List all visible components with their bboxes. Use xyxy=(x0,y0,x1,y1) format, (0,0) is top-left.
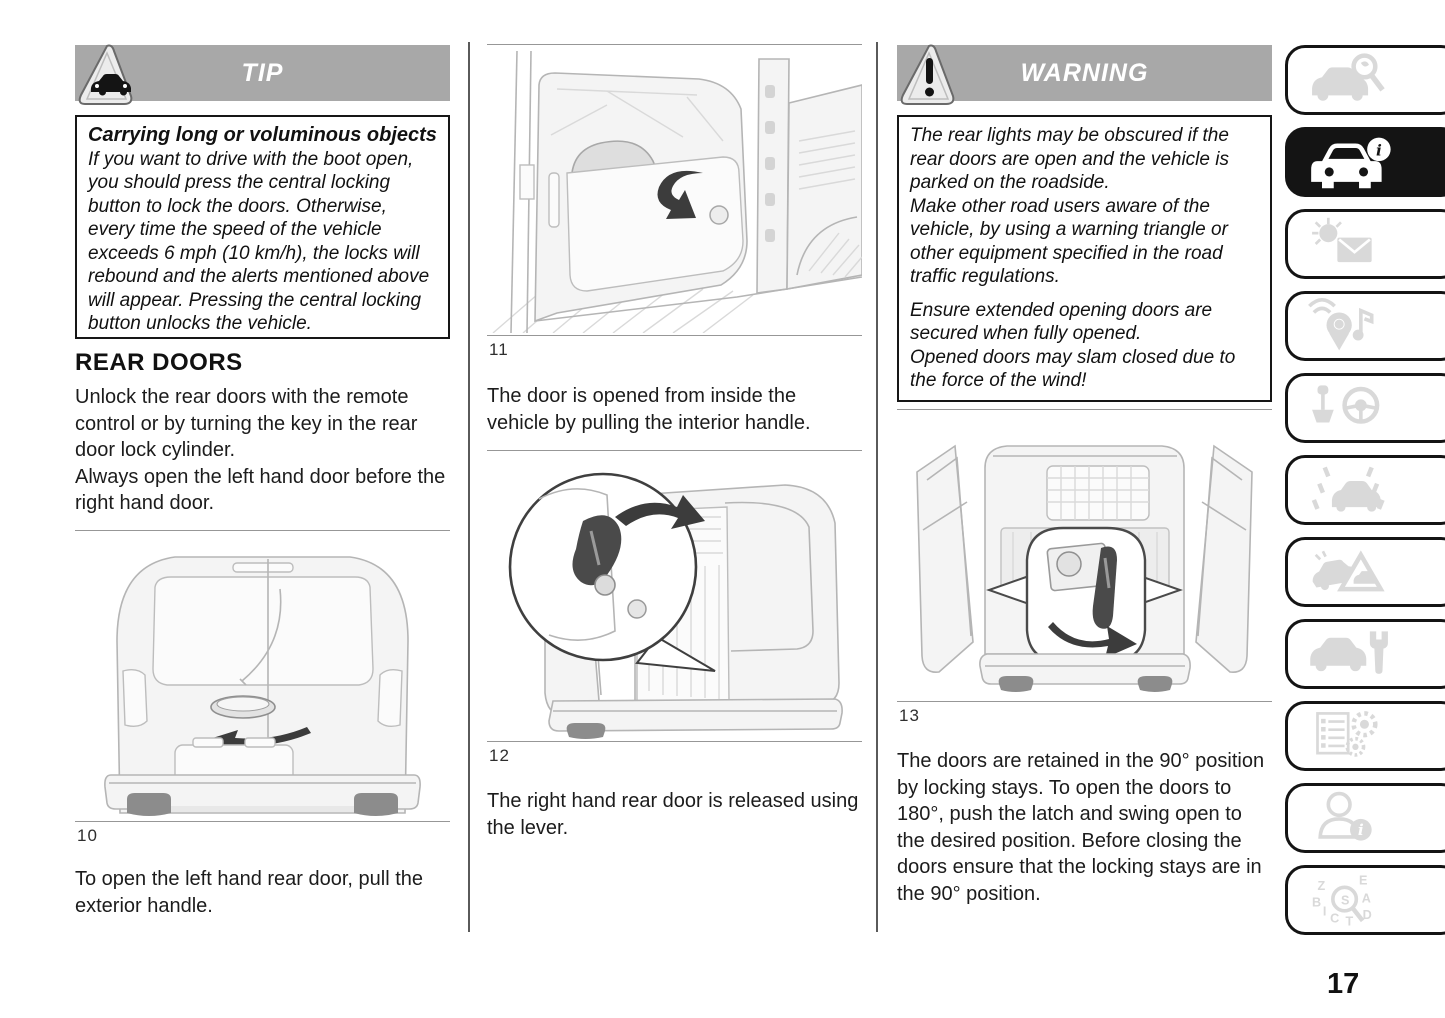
figure-10-label: 10 xyxy=(77,826,98,845)
locking-stays-text: The doors are retained in the 90° positi… xyxy=(897,750,1265,905)
tip-box: Carrying long or voluminous objects If y… xyxy=(75,115,450,339)
lamp-envelope-icon xyxy=(1312,217,1372,263)
figure-10-caption: To open the left hand rear door, pull th… xyxy=(75,868,424,917)
figure-11 xyxy=(487,44,863,336)
sidebar-tab-location-music[interactable] xyxy=(1285,291,1445,361)
car-info-icon: i xyxy=(1311,137,1391,189)
svg-text:B: B xyxy=(1312,895,1321,909)
warning-paragraph-1: The rear lights may be obscured if the r… xyxy=(910,125,1229,287)
warning-triangle-icon xyxy=(900,44,955,105)
svg-text:i: i xyxy=(1376,142,1382,160)
warning-box: The rear lights may be obscured if the r… xyxy=(897,115,1272,402)
rear-doors-intro: Unlock the rear doors with the remote co… xyxy=(75,386,446,514)
page-number: 17 xyxy=(1327,968,1360,1000)
tip-box-body: If you want to drive with the boot open,… xyxy=(88,148,430,335)
gearknob-steering-icon xyxy=(1312,385,1380,424)
document-gears-icon xyxy=(1316,711,1378,757)
lane-assist-car-icon xyxy=(1311,466,1385,512)
doors-open-locking-stay-image xyxy=(916,444,1253,692)
tip-triangle-car-icon xyxy=(78,44,133,105)
column-divider xyxy=(876,42,878,932)
warning-paragraph-2: Ensure extended opening doors are secure… xyxy=(910,299,1236,392)
figure-13 xyxy=(897,409,1272,702)
svg-text:S: S xyxy=(1341,894,1349,908)
figure-11-caption: The door is opened from inside the vehic… xyxy=(487,385,811,434)
svg-text:Z: Z xyxy=(1317,879,1325,893)
sidebar-tab-gearknob-steering[interactable] xyxy=(1285,373,1445,443)
figure-13-label: 13 xyxy=(899,706,920,725)
tip-header: TIP xyxy=(75,44,450,105)
figure-11-label: 11 xyxy=(489,340,509,359)
van-rear-view-image xyxy=(104,556,421,816)
svg-text:D: D xyxy=(1363,908,1372,922)
svg-text:C: C xyxy=(1330,912,1339,926)
tip-title-bar: TIP xyxy=(241,58,284,87)
figure-12 xyxy=(487,450,862,742)
svg-text:A: A xyxy=(1362,892,1371,906)
figure-12-label: 12 xyxy=(489,746,510,765)
figure-12-caption: The right hand rear door is released usi… xyxy=(487,790,859,839)
rear-doors-heading: REAR DOORS xyxy=(75,349,243,376)
column-divider xyxy=(468,42,470,932)
warning-header: WARNING xyxy=(897,44,1272,105)
rear-door-lever-image xyxy=(508,472,843,739)
sidebar-tab-emergency[interactable] xyxy=(1285,537,1445,607)
person-info-icon: i xyxy=(1318,791,1372,841)
sidebar-tab-lane-assist[interactable] xyxy=(1285,455,1445,525)
sidebar-tab-technical-data[interactable] xyxy=(1285,701,1445,771)
car-magnifier-icon xyxy=(1312,53,1385,101)
location-music-icon xyxy=(1308,298,1374,351)
warning-title-bar: WARNING xyxy=(1020,58,1149,87)
svg-text:E: E xyxy=(1359,874,1367,888)
svg-text:T: T xyxy=(1345,914,1353,928)
sidebar-tab-customer-info[interactable]: i xyxy=(1285,783,1445,853)
tip-box-title: Carrying long or voluminous objects xyxy=(88,124,437,146)
sidebar-tab-lamp-envelope[interactable] xyxy=(1285,209,1445,279)
sidebar-tab-servicing[interactable] xyxy=(1285,619,1445,689)
car-wrench-icon xyxy=(1310,631,1388,674)
crash-warning-triangle-icon xyxy=(1312,550,1385,592)
svg-text:i: i xyxy=(1358,821,1364,839)
sidebar-tab-car-magnifier[interactable] xyxy=(1285,45,1445,115)
svg-text:I: I xyxy=(1323,904,1327,918)
sidebar-tab-car-info[interactable]: i xyxy=(1285,127,1445,197)
figure-10 xyxy=(75,530,450,822)
door-interior-image xyxy=(492,50,863,334)
